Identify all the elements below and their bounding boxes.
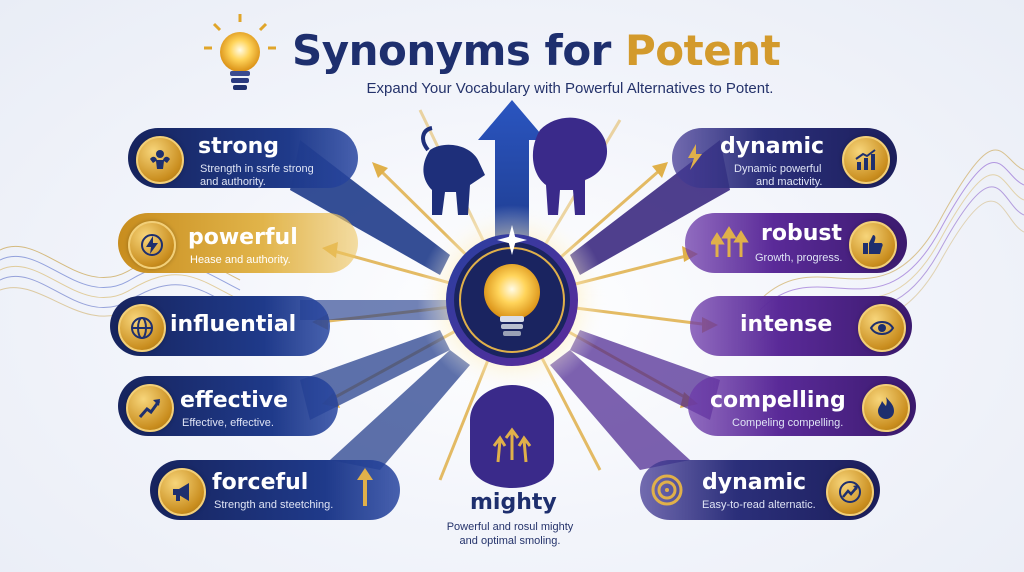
card-robust: robust Growth, progress. — [685, 213, 907, 273]
mighty-desc-line2: and optimal smoling. — [459, 535, 561, 547]
globe-icon — [118, 304, 166, 352]
card-word: intense — [740, 312, 833, 337]
card-word: effective — [180, 388, 289, 413]
mighty-desc: Powerful and rosul mighty and optimal sm… — [430, 520, 590, 548]
card-desc-line1: Hease and authority. — [190, 254, 291, 266]
card-forceful: forceful Strength and steetching. — [150, 460, 400, 520]
card-desc-line1: Strength and steetching. — [214, 499, 334, 511]
card-desc-line1: Effective, effective. — [182, 417, 274, 429]
sparkle — [497, 225, 527, 255]
card-influential: influential — [110, 296, 330, 356]
card-intense: intense — [690, 296, 912, 356]
mighty-drop-shape — [470, 385, 554, 488]
target-spiral-icon — [651, 474, 683, 506]
rising-arrows-icon — [711, 226, 749, 257]
megaphone-icon — [158, 468, 206, 516]
card-dynamic-bottom: dynamic Easy-to-read alternatic. — [640, 460, 880, 520]
card-word: compelling — [710, 388, 846, 413]
up-arrow-icon — [357, 468, 373, 506]
thumbs-up-icon — [849, 221, 897, 269]
card-word: strong — [198, 134, 279, 159]
flame-icon — [862, 384, 910, 432]
card-word: dynamic — [720, 134, 825, 159]
card-compelling: compelling Compeling compelling. — [688, 376, 916, 436]
bar-chart-growth-icon — [842, 136, 890, 184]
card-desc-line1: Dynamic powerful — [734, 163, 822, 175]
card-powerful: powerful Hease and authority. — [118, 213, 358, 273]
lightning-burst-icon — [688, 144, 702, 170]
card-desc-line1: Easy-to-read alternatic. — [702, 499, 816, 511]
card-word: forceful — [212, 470, 309, 495]
card-strong: strong Strength in ssrfe strong and auth… — [128, 128, 358, 188]
mighty-word: mighty — [470, 490, 557, 515]
lightning-bolt-icon — [128, 221, 176, 269]
card-dynamic-top: dynamic Dynamic powerful and mactivity. — [672, 128, 897, 188]
card-word: robust — [761, 221, 842, 246]
card-effective: effective Effective, effective. — [118, 376, 338, 436]
card-desc-line1: Growth, progress. — [755, 252, 843, 264]
card-desc-line1: Strength in ssrfe strong — [200, 163, 314, 175]
card-word: influential — [170, 312, 297, 337]
mighty-desc-line1: Powerful and rosul mighty — [446, 521, 574, 533]
title-lightbulb-logo — [204, 14, 276, 90]
eye-icon — [858, 304, 906, 352]
page-subtitle: Expand Your Vocabulary with Powerful Alt… — [366, 80, 774, 97]
card-desc-line2: and mactivity. — [756, 176, 823, 188]
page-title: Synonyms for Potent — [292, 26, 812, 75]
flexing-strongman-icon — [136, 136, 184, 184]
lion-silhouette-right — [532, 117, 608, 215]
center-lightbulb — [484, 264, 540, 336]
card-desc-line1: Compeling compelling. — [732, 417, 844, 429]
lion-silhouette-left — [421, 126, 485, 215]
card-desc-line2: and authority. — [200, 176, 266, 188]
title-accent: Potent — [625, 26, 781, 75]
trend-arrow-icon — [126, 384, 174, 432]
card-word: powerful — [188, 225, 298, 250]
card-word: dynamic — [702, 470, 807, 495]
title-main: Synonyms for — [292, 26, 611, 75]
growth-arrow-icon — [826, 468, 874, 516]
